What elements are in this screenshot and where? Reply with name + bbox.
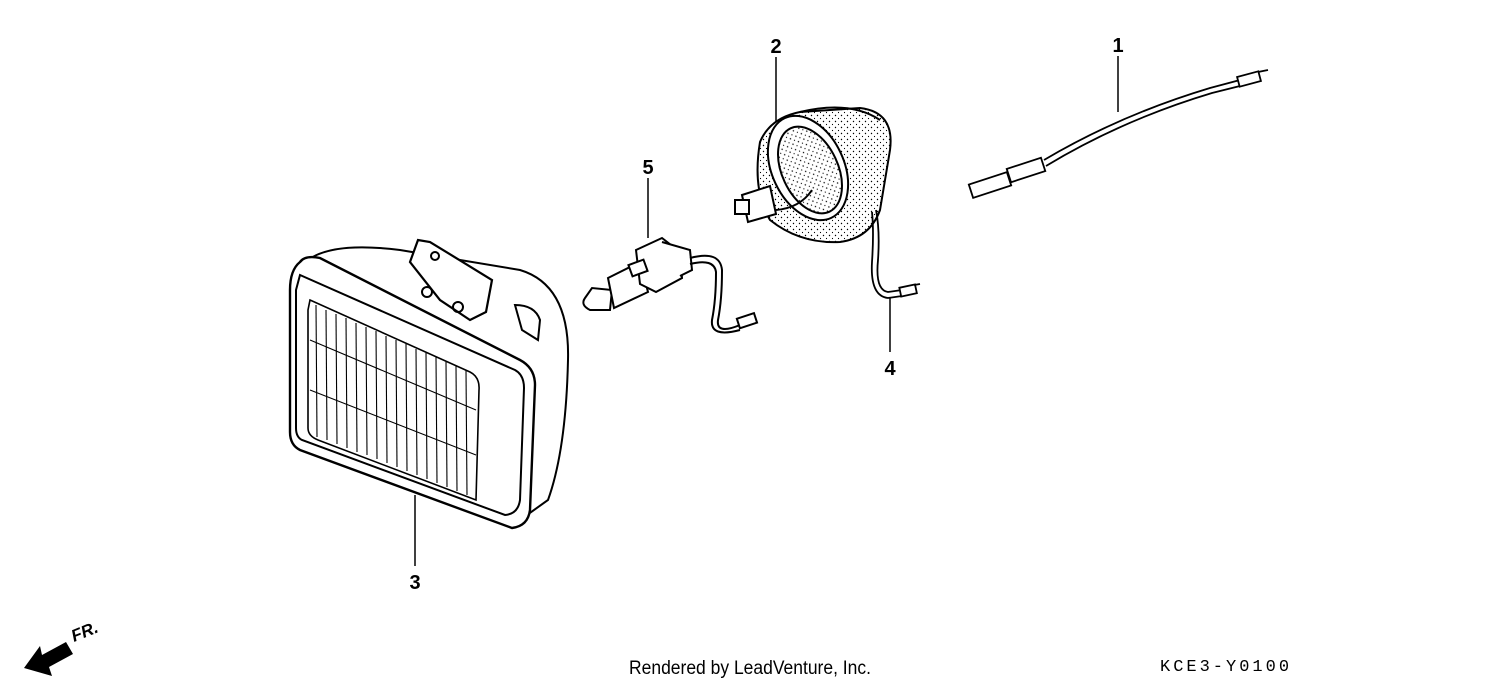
callout-2: 2 bbox=[770, 36, 781, 58]
callout-1: 1 bbox=[1112, 35, 1123, 57]
leader-lines bbox=[414, 56, 1119, 566]
render-credit: Rendered by LeadVenture, Inc. bbox=[629, 658, 871, 679]
wire-harness bbox=[967, 69, 1269, 199]
callout-3: 3 bbox=[409, 572, 420, 594]
callout-5: 5 bbox=[642, 157, 653, 179]
diagram-code: KCE3-Y0100 bbox=[1160, 658, 1293, 677]
front-direction-arrow-icon bbox=[24, 642, 73, 676]
bulb-socket bbox=[582, 236, 759, 334]
sub-harness-lead bbox=[870, 209, 921, 299]
callout-4: 4 bbox=[884, 358, 896, 380]
front-direction-label: FR. bbox=[68, 618, 101, 646]
headlight-unit bbox=[288, 238, 570, 530]
dust-cover bbox=[734, 106, 892, 244]
